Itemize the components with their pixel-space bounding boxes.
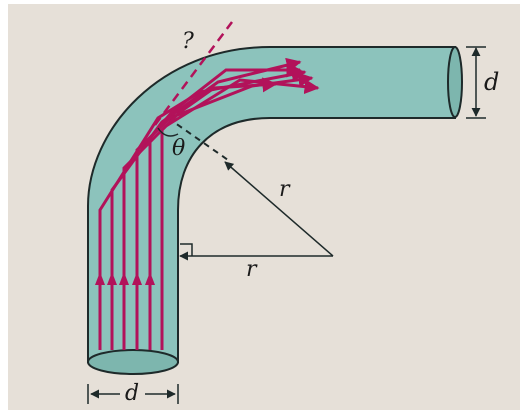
ray-arrowhead <box>145 272 155 285</box>
light-rays <box>98 57 320 350</box>
ray-arrowhead <box>95 272 105 285</box>
theta-angle-arc <box>157 127 179 137</box>
right-angle-marker <box>180 243 193 256</box>
normal-dashed-line <box>167 117 229 161</box>
ray-arrowhead <box>119 272 129 285</box>
diameter-label-bottom: d <box>125 381 139 406</box>
ray-arrowhead <box>107 272 117 285</box>
ray <box>160 77 278 350</box>
diameter-label-right: d <box>484 68 499 96</box>
escaping-ray-dashed-line <box>153 21 234 126</box>
fiber-bottom-end <box>87 349 179 375</box>
fiber-right-end <box>447 46 463 118</box>
ray <box>148 62 302 350</box>
radius-line-upper <box>224 161 334 257</box>
radius-label-lower: r <box>246 257 258 282</box>
question-mark-label: ? <box>182 29 194 54</box>
radius-label-upper: r <box>279 177 291 202</box>
ray-arrowhead <box>132 272 142 285</box>
ray-arrowheads <box>95 272 155 285</box>
theta-label: θ <box>172 136 185 161</box>
